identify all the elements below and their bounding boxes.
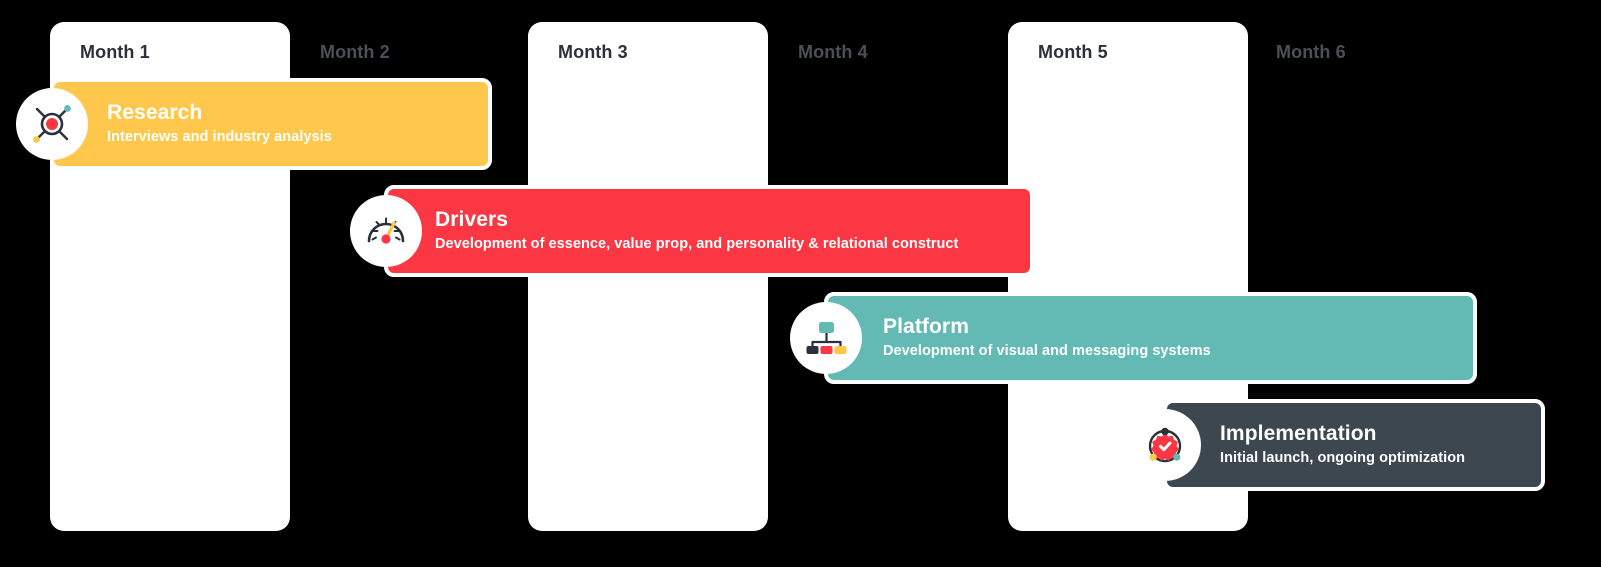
month-label-1: Month 1 [80,42,150,62]
task-title: Drivers [435,208,509,232]
task-bar-text: Research Interviews and industry analysi… [107,101,332,147]
task-title: Research [107,101,203,125]
month-column-6: Month 6 [1246,22,1486,531]
target-crosshair-icon [16,88,88,160]
task-title: Implementation [1220,422,1377,446]
task-subtitle: Development of visual and messaging syst… [883,343,1211,360]
hierarchy-org-chart-icon [790,302,862,374]
speedometer-gauge-icon [350,195,422,267]
month-label-5: Month 5 [1038,42,1108,62]
month-column-4: Month 4 [768,22,1008,531]
task-bar-text: Implementation Initial launch, ongoing o… [1220,422,1465,468]
month-label-6: Month 6 [1276,42,1346,62]
month-label-4: Month 4 [798,42,868,62]
task-bar-text: Drivers Development of essence, value pr… [435,208,958,254]
month-label-3: Month 3 [558,42,628,62]
task-bar-research[interactable]: Research Interviews and industry analysi… [16,78,492,170]
task-bar-platform[interactable]: Platform Development of visual and messa… [790,292,1477,384]
task-bar-drivers[interactable]: Drivers Development of essence, value pr… [350,185,1034,277]
task-subtitle: Development of essence, value prop, and … [435,236,959,253]
task-bar-text: Platform Development of visual and messa… [883,315,1211,361]
verified-badge-check-icon [1129,409,1201,481]
month-column-2: Month 2 [290,22,530,531]
task-bar-implementation[interactable]: Implementation Initial launch, ongoing o… [1129,399,1545,491]
task-subtitle: Initial launch, ongoing optimization [1220,450,1466,467]
month-label-2: Month 2 [320,42,390,62]
task-title: Platform [883,315,969,339]
task-subtitle: Interviews and industry analysis [107,129,332,146]
